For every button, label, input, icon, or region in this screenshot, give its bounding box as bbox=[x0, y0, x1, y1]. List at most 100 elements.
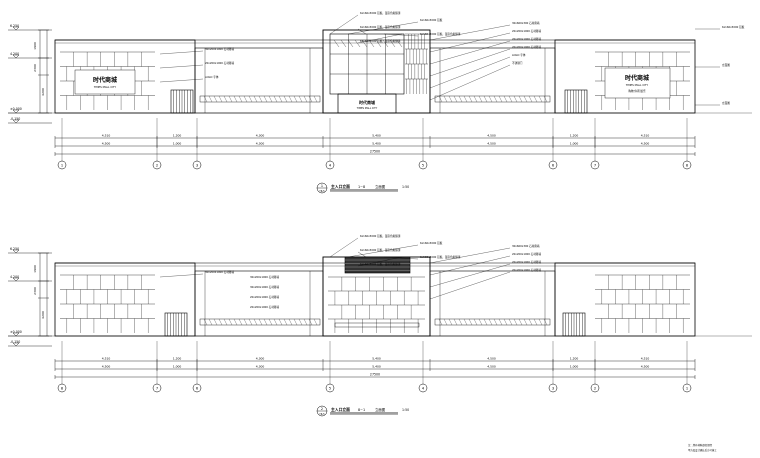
leader-line bbox=[429, 32, 511, 53]
axis-bubble bbox=[418, 383, 428, 393]
leader-line bbox=[159, 78, 204, 83]
dim-value: 4,300 bbox=[256, 134, 265, 138]
leader-line bbox=[347, 21, 419, 35]
fence-hatch bbox=[288, 95, 293, 103]
leader-line bbox=[159, 64, 204, 69]
entrance-frame bbox=[337, 93, 397, 114]
glass-reflection bbox=[333, 39, 340, 48]
axis-label: 1 bbox=[61, 164, 63, 168]
level-label: ±0.000 bbox=[10, 330, 22, 334]
fence-hatch bbox=[283, 318, 288, 326]
axis-bubble bbox=[57, 383, 67, 393]
fence-hatch bbox=[228, 95, 233, 103]
fence-hatch bbox=[248, 95, 253, 103]
leader-line bbox=[347, 244, 419, 258]
fence-hatch bbox=[243, 95, 248, 103]
sign-left-en: TIMES MALL CITY bbox=[94, 85, 117, 89]
fence-hatch bbox=[223, 95, 228, 103]
fence-hatch bbox=[268, 95, 273, 103]
fence-hatch bbox=[513, 318, 518, 326]
glass-reflection bbox=[354, 39, 361, 48]
note-far-right: 立面图 bbox=[722, 63, 730, 67]
right-mid-bay bbox=[429, 47, 556, 114]
level-marker-icon bbox=[12, 119, 20, 124]
leader-line bbox=[383, 256, 419, 260]
glass-reflection bbox=[382, 39, 389, 48]
level-marker-icon bbox=[12, 332, 20, 337]
dim-value: 1,200 bbox=[570, 134, 579, 138]
left-dim-value: 2300 bbox=[33, 287, 37, 295]
dim-value: 5,400 bbox=[372, 357, 381, 361]
axis-label: 5 bbox=[422, 164, 424, 168]
dark-sign-panel bbox=[344, 256, 411, 274]
title-axis-range: 1~8 bbox=[358, 185, 365, 189]
fence-hatch bbox=[503, 318, 508, 326]
fence-hatch bbox=[268, 318, 273, 326]
leader-line bbox=[429, 56, 511, 89]
level-label: ±0.000 bbox=[10, 107, 22, 111]
title-sheet: YR-5 bbox=[319, 190, 325, 193]
fence-hatch bbox=[543, 318, 548, 326]
fence-hatch bbox=[218, 318, 223, 326]
fence-hatch bbox=[538, 318, 543, 326]
fence-hatch bbox=[303, 95, 308, 103]
glass-reflection bbox=[361, 39, 368, 48]
dim-value: 4,300 bbox=[256, 365, 265, 369]
leader-line bbox=[429, 24, 511, 41]
fence-hatch bbox=[493, 318, 498, 326]
leader-line bbox=[329, 14, 359, 35]
dim-value: 1,200 bbox=[173, 134, 182, 138]
note-center: 20x200x1000 石材幕墙 bbox=[250, 295, 280, 299]
leader-line bbox=[159, 50, 204, 55]
level-marker-icon bbox=[12, 109, 20, 114]
dim-value: 4,300 bbox=[256, 142, 265, 146]
sign-left-panel bbox=[74, 69, 136, 95]
fence-hatch bbox=[208, 318, 213, 326]
dim-value: 4,500 bbox=[487, 142, 496, 146]
note-top: 6x160x3000 铝板，银灰色氟碳漆 bbox=[360, 234, 401, 238]
elevation-bottom: 6.2504.200±0.000-0.1501900230042006x160x… bbox=[8, 234, 752, 417]
dim-value: 4,300 bbox=[256, 357, 265, 361]
dim-value: 1,000 bbox=[173, 365, 182, 369]
dim-overall: 27500 bbox=[370, 150, 380, 154]
fence-hatch bbox=[468, 95, 473, 103]
dim-value: 4,500 bbox=[487, 134, 496, 138]
fence-hatch bbox=[243, 318, 248, 326]
fence-hatch bbox=[528, 95, 533, 103]
axis-bubble bbox=[682, 160, 692, 170]
fence-hatch bbox=[518, 95, 523, 103]
fence-hatch bbox=[213, 318, 218, 326]
fence-band bbox=[199, 95, 321, 103]
fence-hatch bbox=[533, 95, 538, 103]
dim-value: 4,510 bbox=[102, 357, 111, 361]
fence-hatch bbox=[478, 318, 483, 326]
axis-label: 3 bbox=[552, 387, 554, 391]
dim-value: 4,510 bbox=[641, 357, 650, 361]
note-top: 6x160x3000 铝板，银灰色氟碳漆 bbox=[420, 255, 461, 259]
fence-hatch bbox=[233, 318, 238, 326]
fence-hatch bbox=[248, 318, 253, 326]
note-center: 30x200x1000 石材幕墙 bbox=[250, 275, 280, 279]
axis-bubble bbox=[548, 160, 558, 170]
dim-value: 4,500 bbox=[102, 365, 111, 369]
leader-line bbox=[357, 256, 403, 267]
note-right: 不锈钢门 bbox=[512, 61, 523, 65]
fence-hatch bbox=[273, 95, 278, 103]
fence-hatch bbox=[498, 95, 503, 103]
dim-value: 4,510 bbox=[102, 134, 111, 138]
entrance-band bbox=[334, 322, 420, 328]
fence-hatch bbox=[538, 95, 543, 103]
fence-hatch bbox=[543, 95, 548, 103]
sign-center-en: TIMES MALL CITY bbox=[357, 107, 378, 110]
axis-bubble bbox=[325, 383, 335, 393]
fence-hatch bbox=[258, 318, 263, 326]
left-dim-value: 4200 bbox=[41, 88, 45, 96]
title-cn: 主入口立面 bbox=[331, 184, 350, 189]
fence-hatch bbox=[463, 95, 468, 103]
footer-note: 注：所有材料颜色须经 bbox=[688, 443, 713, 447]
title-scale: 1:50 bbox=[402, 185, 409, 189]
fence-hatch bbox=[463, 318, 468, 326]
fence-hatch bbox=[448, 318, 453, 326]
left-dim-value: 1900 bbox=[33, 42, 37, 50]
dim-overall: 27500 bbox=[370, 373, 380, 377]
